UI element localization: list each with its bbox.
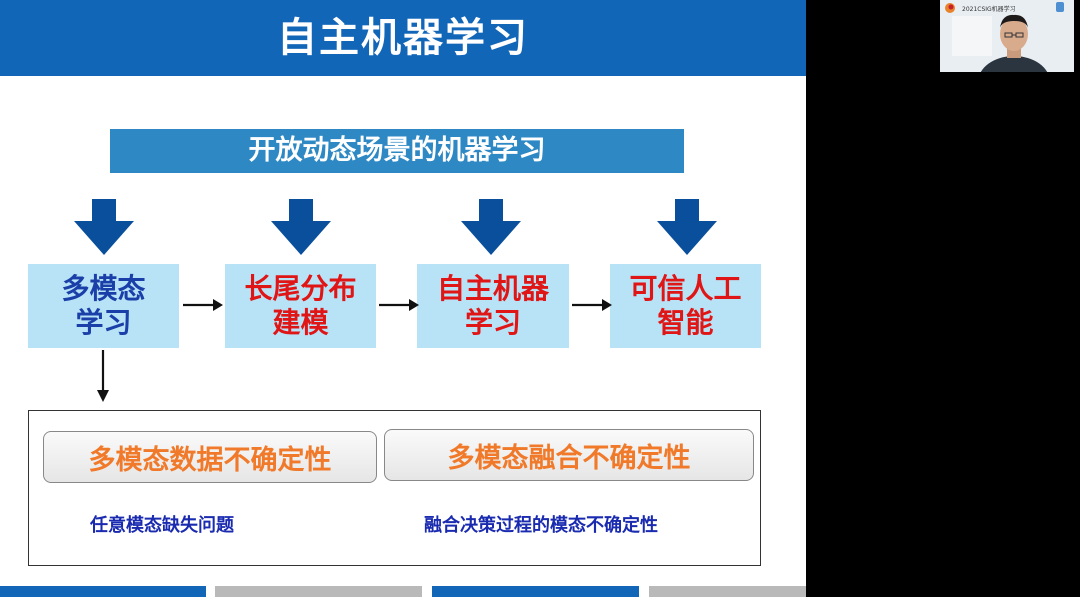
down-arrow-icon (461, 199, 521, 255)
flow-box-label: 多模态 学习 (61, 271, 146, 339)
uncertainty-pill-data: 多模态数据不确定性 (43, 431, 377, 483)
uncertainty-note-fusion: 融合决策过程的模态不确定性 (424, 515, 658, 536)
uncertainty-panel (28, 410, 761, 566)
presentation-slide: 自主机器学习 开放动态场景的机器学习 多模态 学习 长尾分布 建模 自主机器 学… (0, 0, 806, 597)
speaker-avatar (980, 14, 1048, 72)
right-arrow-icon (572, 299, 612, 311)
badge-icon (1056, 2, 1064, 12)
slide-title: 自主机器学习 (277, 15, 529, 61)
flow-box-label: 自主机器 学习 (436, 271, 549, 339)
webcam-background-poster (952, 16, 992, 56)
flow-box-trustworthy: 可信人工 智能 (610, 264, 761, 348)
webcam-banner: 2021CSIG机器学习 (962, 6, 1016, 12)
uncertainty-pill-fusion: 多模态融合不确定性 (384, 429, 754, 481)
logo-icon (945, 3, 955, 13)
speaker-webcam[interactable]: 2021CSIG机器学习 (940, 0, 1074, 72)
footer-bar (649, 586, 806, 597)
flow-box-longtail: 长尾分布 建模 (225, 264, 376, 348)
flow-box-autonomous: 自主机器 学习 (417, 264, 569, 348)
flow-box-multimodal: 多模态 学习 (28, 264, 179, 348)
thin-down-arrow-icon (97, 350, 109, 402)
down-arrow-icon (271, 199, 331, 255)
flow-box-label: 长尾分布 建模 (244, 271, 357, 339)
right-arrow-icon (183, 299, 223, 311)
footer-bar (432, 586, 639, 597)
flow-box-label: 可信人工 智能 (629, 271, 742, 339)
uncertainty-note-data: 任意模态缺失问题 (90, 515, 234, 536)
footer-bar (0, 586, 206, 597)
down-arrow-icon (74, 199, 134, 255)
down-arrow-icon (657, 199, 717, 255)
right-arrow-icon (379, 299, 419, 311)
footer-bar (215, 586, 422, 597)
subtitle-banner: 开放动态场景的机器学习 (110, 129, 684, 173)
title-bar: 自主机器学习 (0, 0, 806, 76)
